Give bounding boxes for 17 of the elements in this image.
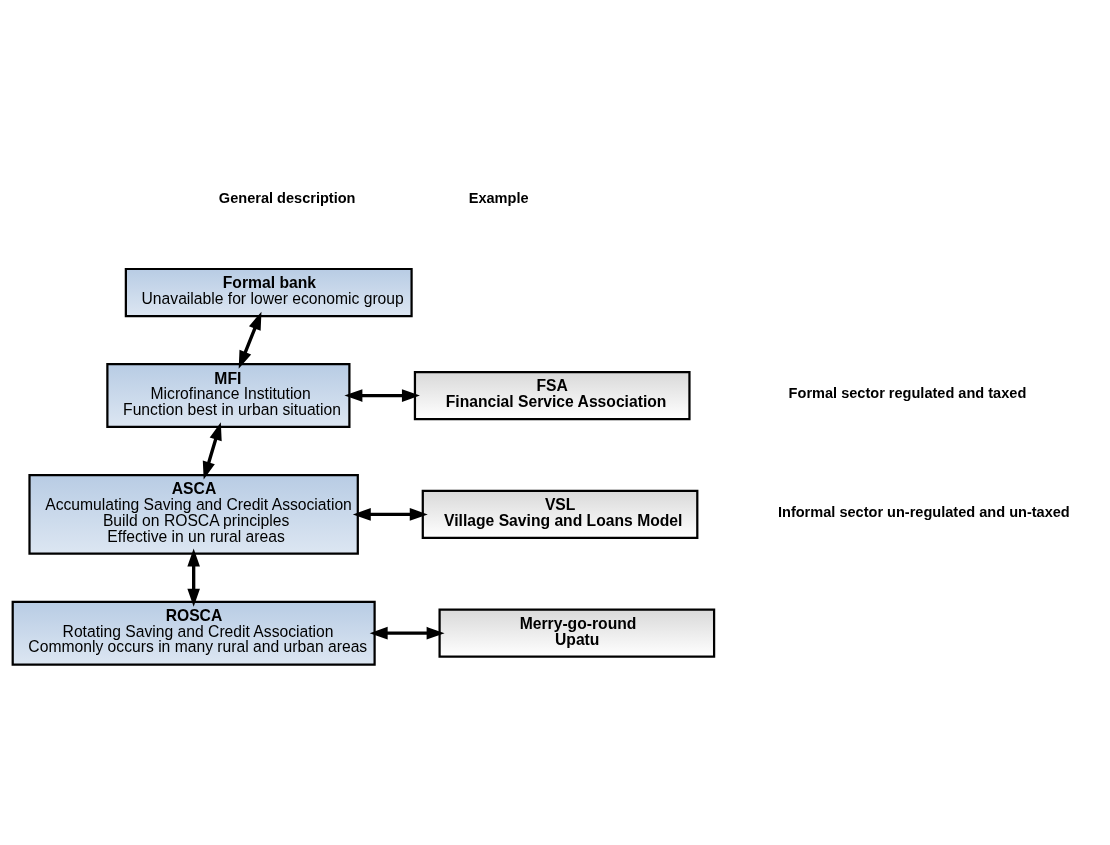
- label: Formal sector regulated and taxed: [788, 385, 1027, 402]
- node-box: FSA Financial Service Association: [413, 370, 691, 421]
- node-box: Formal bank Unavailable for lower economic group: [124, 267, 413, 318]
- node-box: ROSCA Rotating Saving and Credit Association Commonly occurs in many rural and urban areas: [11, 600, 376, 666]
- node-box: VSL Village Saving and Loans Model: [421, 489, 699, 540]
- arrow: [202, 422, 222, 480]
- node-box: ASCA Accumulating Saving and Credit Association Build on ROSCA principles Effective in un rural areas: [28, 474, 359, 555]
- arrow: [238, 311, 262, 369]
- arrow: [352, 508, 428, 521]
- label: General description: [218, 190, 356, 207]
- arrow: [187, 548, 200, 607]
- node-box: MFI Microfinance Institution Function best in urban situation: [106, 363, 351, 429]
- node-box: Merry-go-round Upatu: [438, 608, 716, 658]
- arrow: [344, 389, 420, 402]
- label: Informal sector un-regulated and un-taxed: [777, 504, 1070, 521]
- arrow: [369, 626, 445, 640]
- label: Example: [468, 190, 529, 207]
